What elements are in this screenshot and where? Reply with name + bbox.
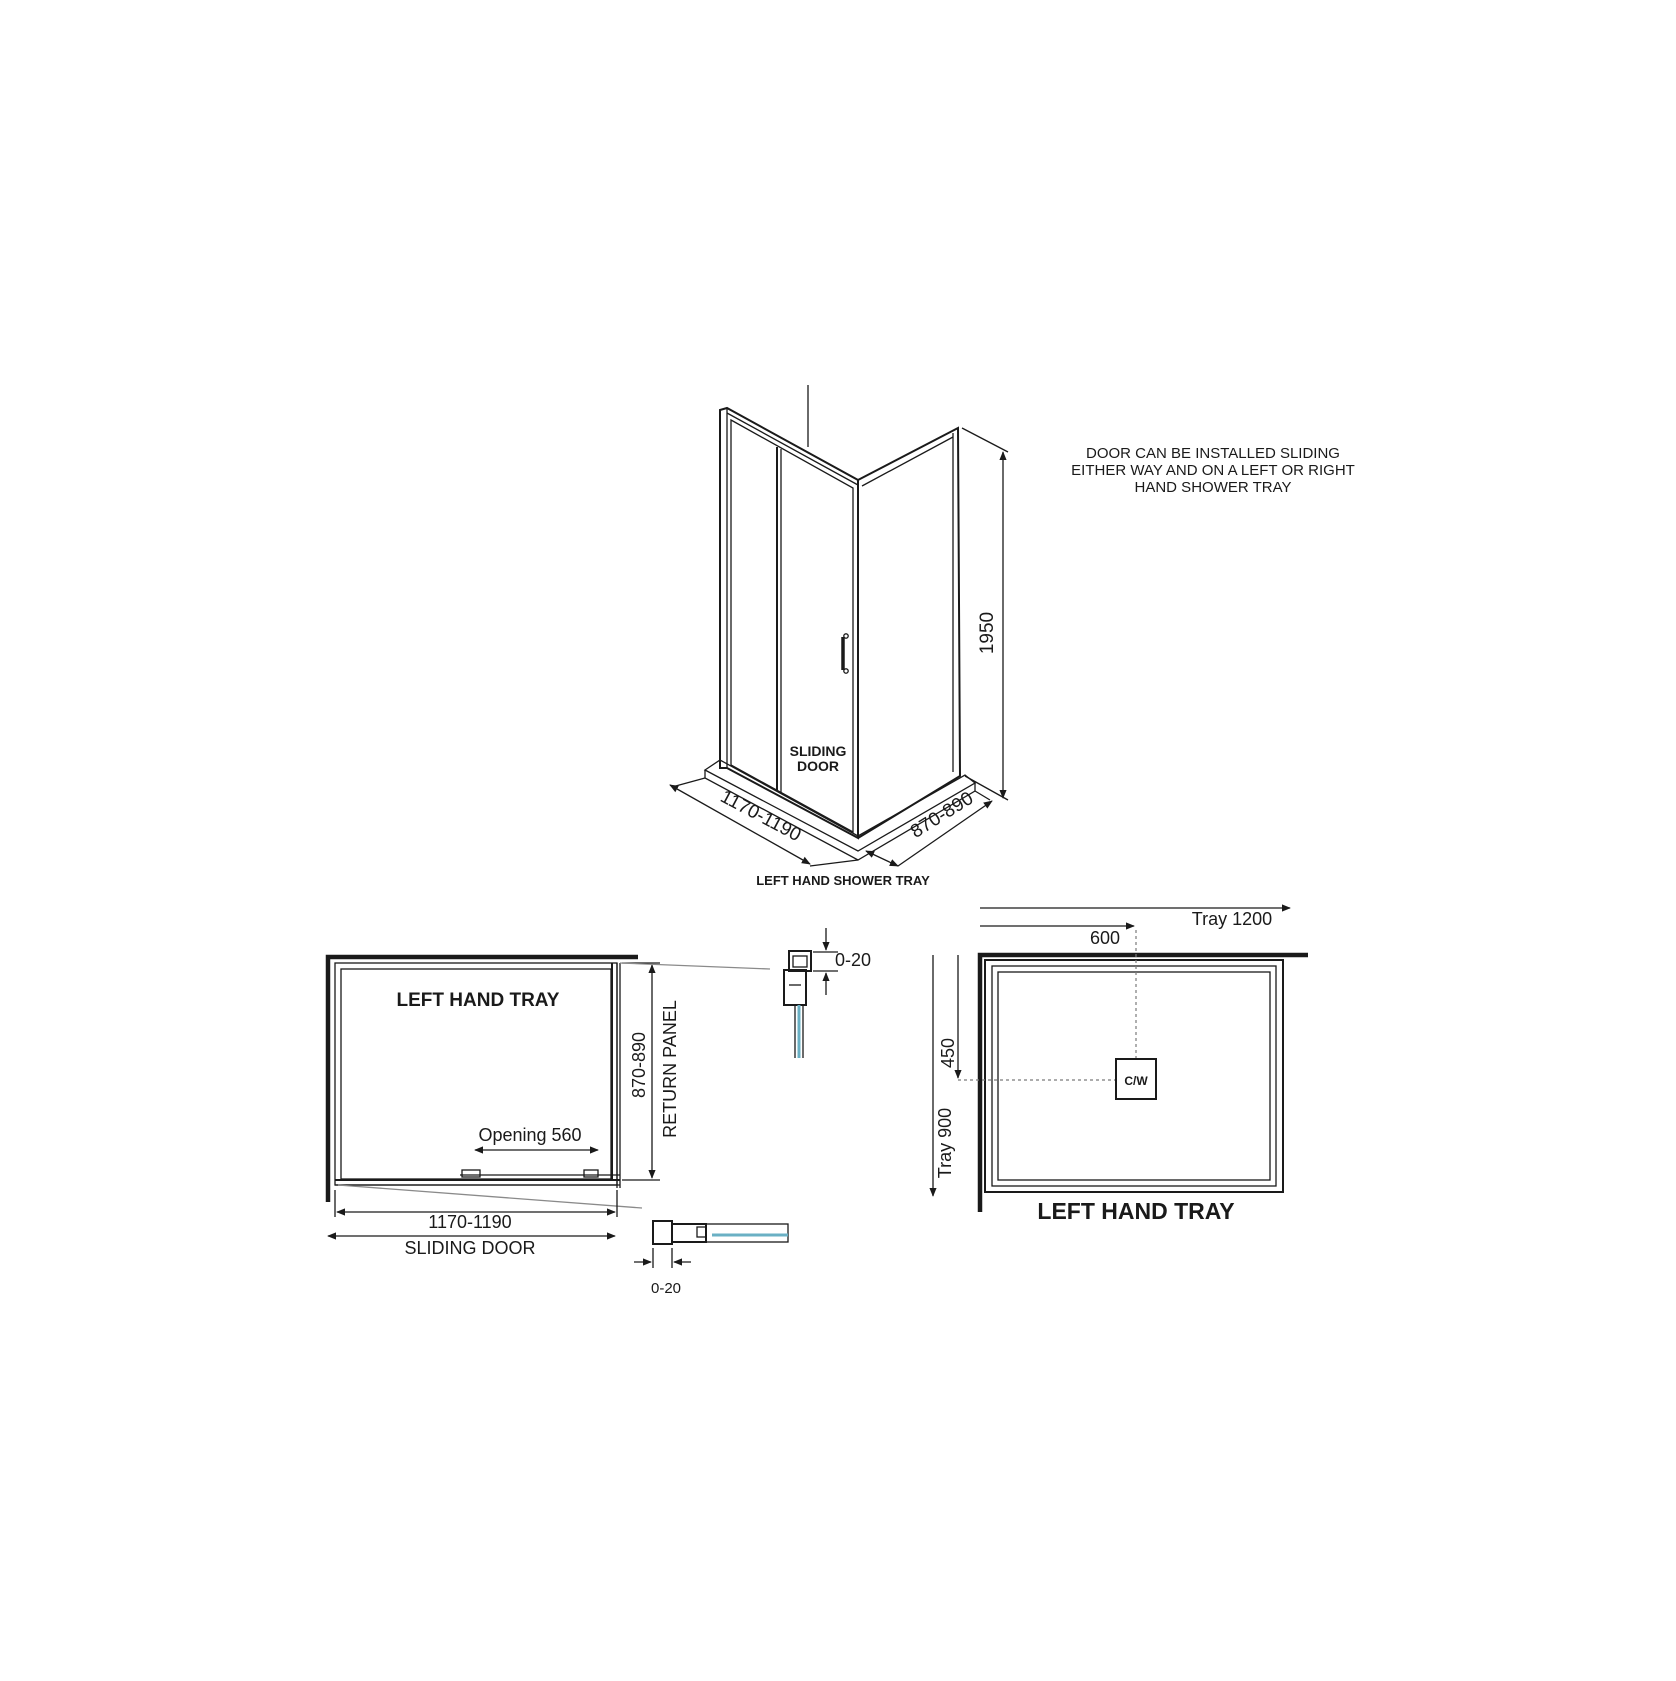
width-dimension-line bbox=[669, 784, 811, 865]
sliding-door-label: SLIDING DOOR bbox=[404, 1238, 535, 1258]
install-note-line-2: EITHER WAY AND ON A LEFT OR RIGHT bbox=[1071, 462, 1355, 479]
plan-view: LEFT HAND TRAY Opening 560 870-890 RETUR… bbox=[325, 954, 680, 1258]
glass-panel-bottom-frame bbox=[705, 1223, 789, 1243]
install-note: DOOR CAN BE INSTALLED SLIDING EITHER WAY… bbox=[1071, 445, 1355, 496]
depth-dimension-line bbox=[865, 850, 899, 867]
door-inner-frame bbox=[730, 418, 854, 834]
return-panel-label: RETURN PANEL bbox=[660, 1000, 680, 1138]
wall-profile-top bbox=[788, 950, 812, 972]
depth-dimension: 870-890 bbox=[907, 788, 977, 843]
tray-height-label: Tray 900 bbox=[935, 1108, 955, 1178]
opening-label: Opening 560 bbox=[478, 1125, 581, 1145]
bottom-adjustment: 0-20 bbox=[651, 1280, 681, 1297]
waste-x-dimension: 600 bbox=[1090, 928, 1120, 948]
sliding-door-label-1: SLIDING bbox=[790, 743, 847, 759]
tray-width-label: Tray 1200 bbox=[1192, 909, 1272, 929]
top-track bbox=[726, 412, 859, 486]
return-panel bbox=[857, 426, 962, 839]
tray-outline bbox=[984, 959, 1284, 1193]
waste-box bbox=[1115, 1058, 1157, 1100]
profile-channel-top bbox=[783, 969, 807, 1006]
height-dimension: 1950 bbox=[977, 612, 998, 654]
plan-width-dimension: 1170-1190 bbox=[428, 1212, 511, 1232]
sliding-door-label-2: DOOR bbox=[797, 758, 839, 774]
install-note-line-1: DOOR CAN BE INSTALLED SLIDING bbox=[1086, 445, 1340, 462]
isometric-tray bbox=[703, 759, 977, 852]
tray-title: LEFT HAND TRAY bbox=[1037, 1198, 1234, 1224]
install-note-line-3: HAND SHOWER TRAY bbox=[1135, 479, 1292, 496]
isometric-view: SLIDING DOOR 1950 1170-1190 870-890 LEFT… bbox=[669, 385, 1009, 888]
plan-title: LEFT HAND TRAY bbox=[397, 990, 560, 1011]
tray-plan: C/W Tray 1200 600 Tray 900 450 LEFT HAND… bbox=[929, 904, 1308, 1224]
top-adjustment: 0-20 bbox=[835, 950, 871, 970]
plan-depth-dimension: 870-890 bbox=[629, 1032, 649, 1098]
wall-profile-bottom bbox=[652, 1220, 673, 1245]
waste-label: C/W bbox=[1124, 1074, 1148, 1088]
isometric-caption: LEFT HAND SHOWER TRAY bbox=[756, 873, 930, 888]
waste-y-dimension: 450 bbox=[938, 1038, 958, 1068]
tray-wall bbox=[977, 952, 1308, 1212]
profile-details: 0-20 0-20 bbox=[619, 928, 871, 1297]
plan-wall bbox=[325, 954, 638, 1202]
